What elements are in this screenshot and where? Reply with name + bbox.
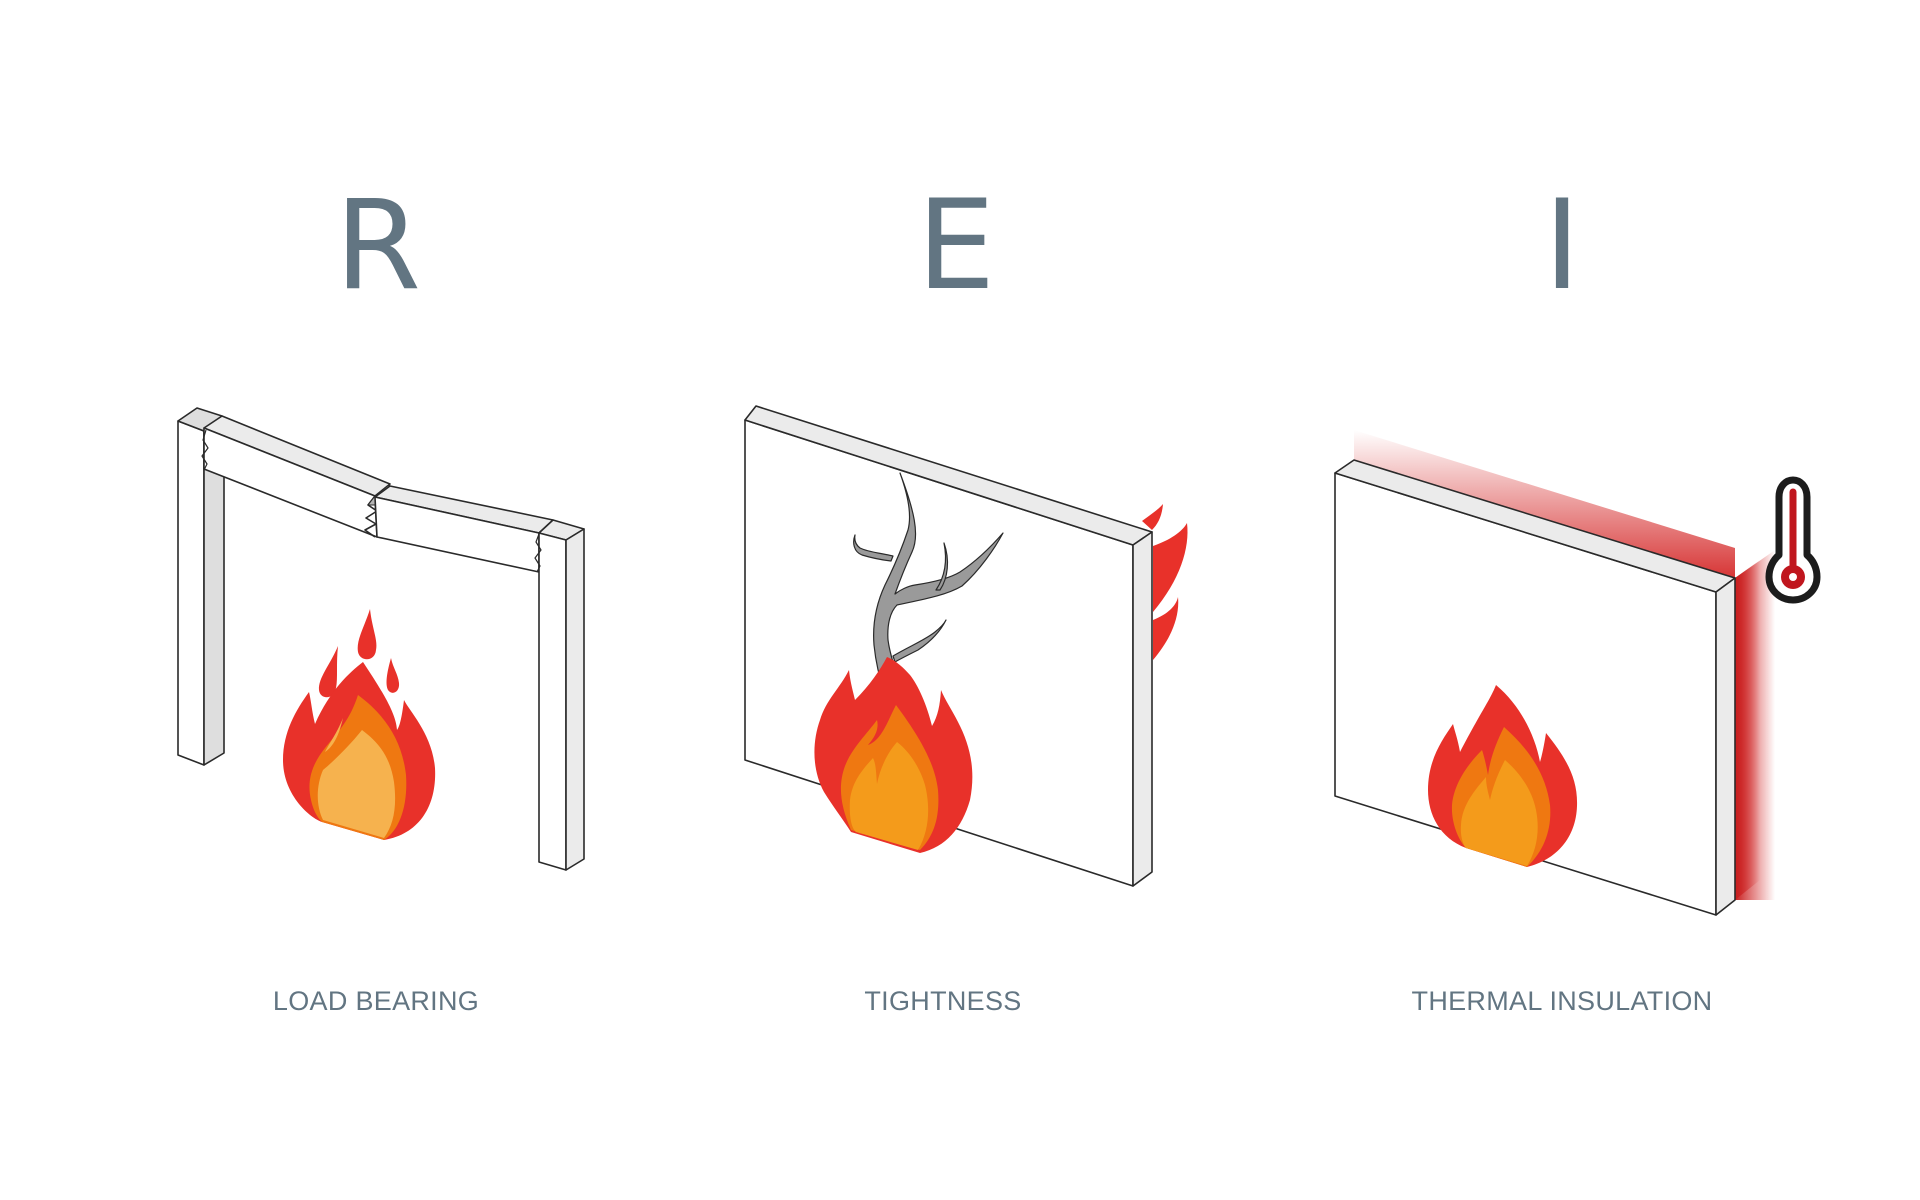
load-bearing-frame [177, 407, 585, 871]
flames-behind-wall [1142, 504, 1188, 660]
letter-e: E [916, 174, 996, 318]
fire-icon [1428, 685, 1578, 867]
label-tightness: TIGHTNESS [864, 986, 1022, 1016]
fire-icon [283, 609, 436, 840]
thermometer-icon [1765, 476, 1821, 604]
label-thermal-insulation: THERMAL INSULATION [1411, 986, 1713, 1016]
heat-glow [1354, 430, 1775, 900]
letter-i: I [1543, 174, 1581, 318]
label-load-bearing: LOAD BEARING [272, 986, 480, 1016]
crack-icon [853, 472, 1004, 696]
letter-r: R [334, 174, 422, 318]
fire-icon [814, 657, 973, 853]
